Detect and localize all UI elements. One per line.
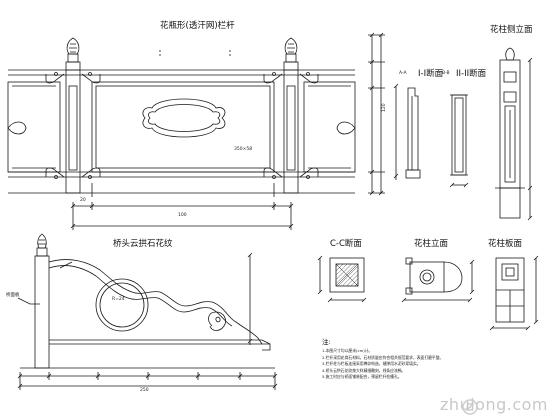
post-plan <box>489 255 539 331</box>
slab-label: 桥面板 <box>6 293 20 298</box>
balustrade-elevation <box>7 32 385 230</box>
watermark: zhulong.com <box>440 395 548 414</box>
note-item: 1.本图尺寸均以厘米(cm)计。 <box>322 348 373 353</box>
main-bottom-dim: 100 <box>178 213 187 218</box>
main-small-dim: 20 <box>80 198 86 203</box>
post-section-title: I-I断面 <box>418 69 444 79</box>
design-notes: 注: 1.本图尺寸均以厘米(cm)计。 2.栏杆采用花岗石材料，石材质量应符合相… <box>322 336 472 381</box>
section-views <box>393 47 533 221</box>
notes-heading: 注: <box>322 338 331 346</box>
note-item: 2.栏杆采用花岗石材料，石材质量应符合相关规范要求，表面打磨平整。 <box>322 354 444 360</box>
end-piece-title: 桥头云拱石花纹 <box>113 239 173 249</box>
section-c-title: C-C断面 <box>330 239 362 249</box>
note-item: 4.桥头云拱石花纹按大样精细雕刻，线条应流畅。 <box>322 367 406 373</box>
end-total-dim: 250 <box>140 388 149 393</box>
section-b-mark: B-B <box>442 71 450 76</box>
post-left <box>65 37 81 194</box>
post-plan-title: 花柱板面 <box>488 239 523 249</box>
section-a-mark: A-A <box>399 71 407 76</box>
post-cross-title: II-II断面 <box>456 69 487 79</box>
watermark-logo-icon <box>462 399 478 415</box>
note-item: 5.施工时应与桥面铺装配合，预留栏杆柱槽孔。 <box>322 374 402 380</box>
post-top-title: 花柱立面 <box>414 239 449 249</box>
end-radius-dim: R=24 <box>112 297 125 302</box>
vase-opening <box>142 98 226 138</box>
post-top-view <box>401 257 475 303</box>
post-height-dim: 120 <box>382 103 387 112</box>
end-piece-elevation <box>17 233 278 390</box>
main-elevation-title: 花瓶形(透汗网)栏杆 <box>160 21 235 31</box>
opening-dim: 350×58 <box>234 147 253 152</box>
note-item: 3.栏杆柱与栏板连接采用榫卯构造，缝隙用水泥砂浆填实。 <box>322 361 421 367</box>
section-c <box>317 255 367 303</box>
post-right <box>283 37 299 194</box>
side-elevation-title: 花柱侧立面 <box>490 25 533 35</box>
